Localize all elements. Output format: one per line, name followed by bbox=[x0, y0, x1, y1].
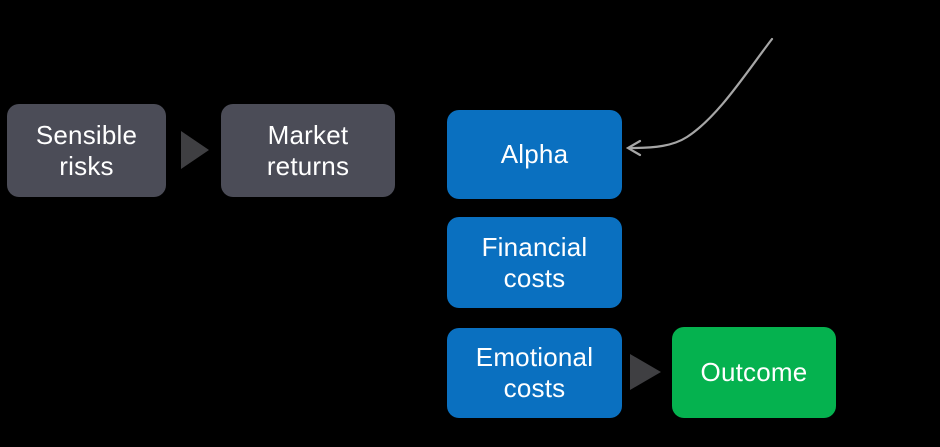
curved-arrow-into-alpha-icon bbox=[625, 37, 774, 157]
arrow-risks-to-returns-icon bbox=[181, 131, 209, 169]
node-market-returns[interactable]: Market returns bbox=[221, 104, 395, 197]
node-alpha[interactable]: Alpha bbox=[447, 110, 622, 199]
node-market-returns-label: Market returns bbox=[266, 119, 350, 181]
node-outcome-label: Outcome bbox=[700, 357, 808, 388]
node-financial-costs[interactable]: Financial costs bbox=[447, 217, 622, 308]
node-outcome[interactable]: Outcome bbox=[672, 327, 836, 418]
node-alpha-label: Alpha bbox=[500, 139, 569, 170]
node-emotional-costs[interactable]: Emotional costs bbox=[447, 328, 622, 418]
node-emotional-costs-label: Emotional costs bbox=[475, 342, 594, 403]
node-sensible-risks-label: Sensible risks bbox=[35, 119, 138, 181]
node-sensible-risks[interactable]: Sensible risks bbox=[7, 104, 166, 197]
node-financial-costs-label: Financial costs bbox=[481, 231, 588, 293]
arrow-emotional-to-outcome-icon bbox=[630, 354, 661, 390]
